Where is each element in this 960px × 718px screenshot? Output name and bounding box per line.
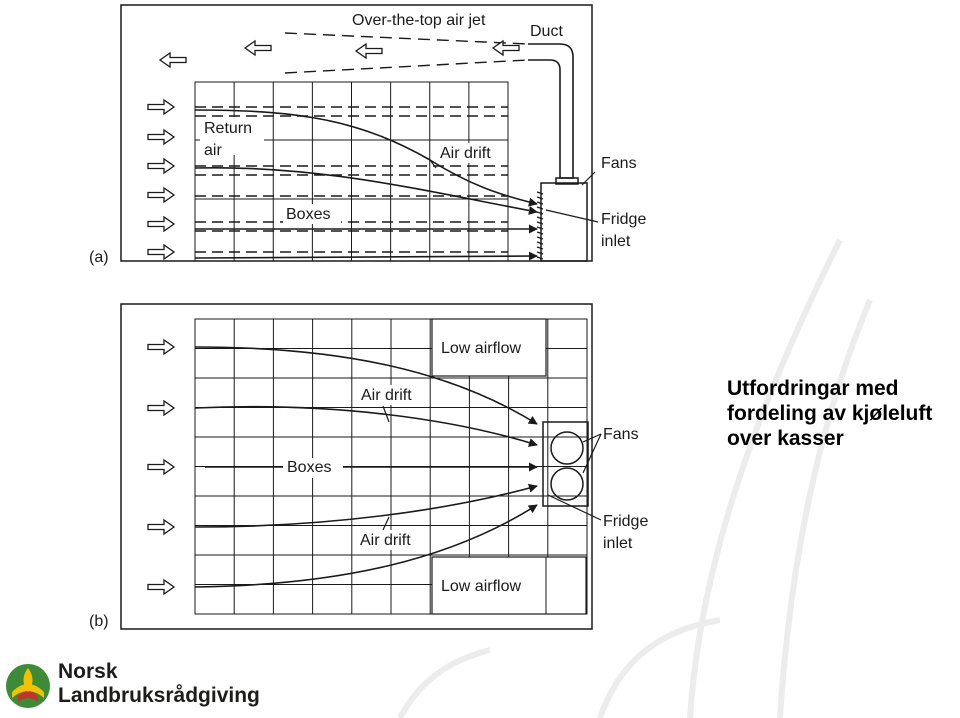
- panel-b-air-drift-curves: [194, 346, 538, 588]
- panel-a-outflow-arrows: [158, 39, 520, 69]
- fridge-inlet-grille: [536, 191, 544, 260]
- panel-b-fans-unit: [542, 421, 589, 507]
- inflow-arrow-icon: [147, 458, 176, 476]
- fridge-grille-tooth: [536, 216, 544, 220]
- title-line-3: over kasser: [727, 427, 844, 450]
- panel-a-jet-lines: [284, 32, 529, 74]
- label-duct: Duct: [530, 23, 563, 40]
- fans-unit: [540, 177, 588, 262]
- fridge-grille-tooth: [536, 236, 544, 240]
- inflow-arrow-icon: [147, 157, 176, 175]
- panel-a-text: Over-the-top air jet Duct Return air Air…: [89, 12, 646, 266]
- label-inlet-b: inlet: [603, 535, 633, 552]
- title-line-1: Utfordringar med: [727, 377, 899, 400]
- panel-b-leaders: [382, 405, 602, 531]
- panel-a-bottom-arrows: [194, 224, 538, 261]
- a-drift-curve-1: [194, 109, 538, 207]
- inflow-arrow-icon: [147, 338, 176, 356]
- label-boxes: Boxes: [286, 206, 330, 223]
- panel-a-box-grid: [194, 81, 509, 262]
- label-fridge-b: Fridge: [603, 513, 648, 530]
- fridge-grille-tooth: [536, 191, 544, 195]
- label-air-drift-top: Air drift: [361, 387, 412, 404]
- label-over-the-top-air-jet: Over-the-top air jet: [352, 12, 486, 29]
- label-air: air: [204, 142, 222, 159]
- label-air-drift-bottom: Air drift: [360, 532, 411, 549]
- fridge-grille-tooth: [536, 241, 544, 245]
- outflow-arrow-icon: [491, 39, 520, 57]
- panel-a-air-drift-curves: [194, 109, 538, 215]
- label-fridge: Fridge: [601, 211, 646, 228]
- inflow-arrow-icon: [147, 186, 176, 204]
- fridge-grille-tooth: [536, 206, 544, 210]
- logo-line-1: Norsk: [58, 660, 118, 683]
- duct: [528, 43, 574, 179]
- outflow-arrow-icon: [158, 51, 187, 69]
- panel-a-leaders: [429, 159, 599, 223]
- slide-title: Utfordringar med fordeling av kjøleluft …: [727, 376, 957, 451]
- label-low-airflow-top: Low airflow: [441, 340, 521, 357]
- inflow-arrow-icon: [147, 128, 176, 146]
- panel-a: [120, 4, 599, 262]
- fridge-grille-tooth: [536, 256, 544, 260]
- inflow-arrow-icon: [147, 98, 176, 116]
- fridge-grille-tooth: [536, 211, 544, 215]
- label-return: Return: [204, 120, 252, 137]
- inflow-arrow-icon: [147, 518, 176, 536]
- outflow-arrow-icon: [354, 42, 383, 60]
- label-fans: Fans: [601, 155, 637, 172]
- panel-b: [120, 303, 602, 630]
- fridge-grille-tooth: [536, 231, 544, 235]
- panel-a-inflow-arrows: [147, 98, 176, 261]
- panel-b-frame: [120, 303, 593, 630]
- panel-a-tag: (a): [89, 249, 109, 266]
- outflow-arrow-icon: [243, 39, 272, 57]
- panel-b-tag: (b): [89, 613, 109, 630]
- fridge-grille-tooth: [536, 251, 544, 255]
- fridge-grille-tooth: [536, 226, 544, 230]
- logo-line-2: Landbruksrådgiving: [58, 684, 260, 707]
- label-fans-b: Fans: [603, 426, 639, 443]
- inflow-arrow-icon: [147, 243, 176, 261]
- logo-wordmark: Norsk Landbruksrådgiving: [58, 660, 260, 708]
- logo-emblem-icon: [6, 664, 50, 708]
- label-inlet: inlet: [601, 233, 631, 250]
- fridge-grille-tooth: [536, 246, 544, 250]
- title-line-2: fordeling av kjøleluft: [727, 402, 933, 425]
- inflow-arrow-icon: [147, 399, 176, 417]
- panel-b-text: Low airflow Air drift Fans Boxes Air dri…: [89, 318, 648, 630]
- organization-logo: Norsk Landbruksrådgiving: [4, 660, 264, 710]
- fridge-grille-tooth: [536, 221, 544, 225]
- wheat-watermark: [397, 238, 873, 718]
- inflow-arrow-icon: [147, 215, 176, 233]
- panel-b-inflow-arrows: [147, 338, 176, 596]
- inflow-arrow-icon: [147, 578, 176, 596]
- fridge-grille-tooth: [536, 196, 544, 200]
- label-low-airflow-bottom: Low airflow: [441, 578, 521, 595]
- fridge-grille-tooth: [536, 201, 544, 205]
- label-boxes-b: Boxes: [287, 459, 331, 476]
- label-air-drift: Air drift: [440, 145, 491, 162]
- a-drift-curve-2: [194, 166, 538, 215]
